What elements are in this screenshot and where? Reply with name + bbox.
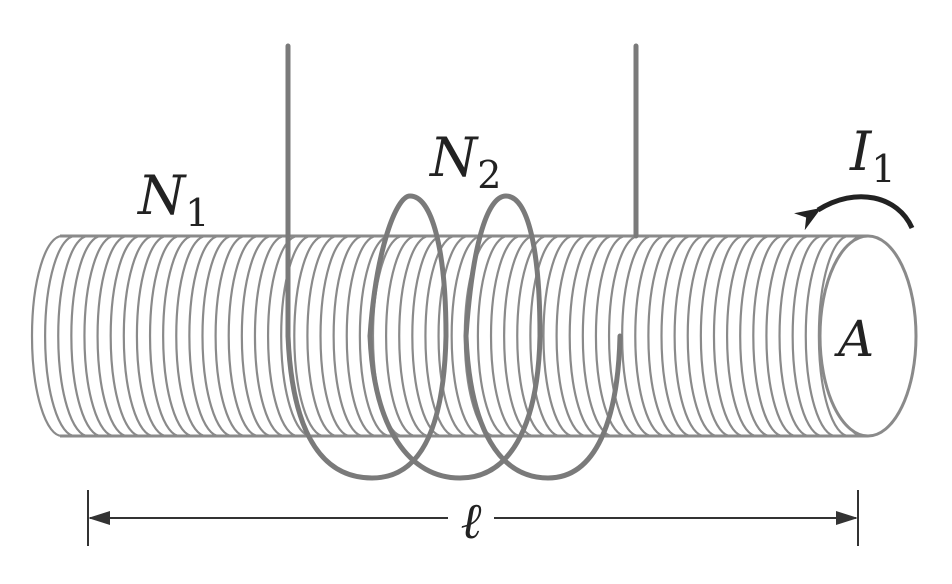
winding-turn xyxy=(135,234,167,438)
winding-turn xyxy=(293,234,325,438)
coil-loop-3-front xyxy=(463,333,623,481)
winding-turn xyxy=(83,234,115,438)
winding-turn xyxy=(240,234,272,438)
winding-turn xyxy=(44,234,76,438)
winding-turn xyxy=(201,234,233,438)
solenoid-end-face xyxy=(818,234,918,438)
winding-turn xyxy=(699,234,731,438)
winding-turn xyxy=(162,234,194,438)
label-length: ℓ xyxy=(461,492,482,550)
secondary-coil xyxy=(285,43,639,481)
coil-loop-1-front xyxy=(285,333,449,481)
winding-turn xyxy=(148,234,181,438)
winding-turn xyxy=(489,234,522,438)
winding-turn xyxy=(778,234,810,438)
label-area: A xyxy=(834,310,874,368)
winding-turn xyxy=(227,234,259,438)
winding-turn xyxy=(345,234,377,438)
current-direction-arrow xyxy=(794,194,915,231)
label-n1: N1 xyxy=(136,164,209,235)
winding-turn xyxy=(175,234,207,438)
winding-turn xyxy=(673,234,705,438)
winding-turn xyxy=(109,234,141,438)
winding-turn xyxy=(529,234,561,438)
winding-turn xyxy=(594,234,626,438)
winding-turn xyxy=(476,234,508,438)
coil-loop-1-back xyxy=(367,193,449,339)
winding-turn xyxy=(712,234,745,438)
winding-turn xyxy=(332,234,364,438)
winding-turn xyxy=(752,234,784,438)
winding-turn xyxy=(503,234,535,438)
coil-loop-2-back xyxy=(463,193,543,339)
winding-turn xyxy=(607,234,640,438)
winding-turn xyxy=(568,234,600,438)
winding-turn xyxy=(306,234,338,438)
length-dimension: ℓ xyxy=(87,490,859,550)
winding-turn xyxy=(450,234,482,438)
winding-turn xyxy=(280,234,312,438)
winding-turn xyxy=(96,234,128,438)
winding-turn xyxy=(791,234,823,438)
winding-turn xyxy=(765,234,797,438)
winding-turn xyxy=(214,234,246,438)
label-n2: N2 xyxy=(428,126,501,197)
winding-turn xyxy=(555,234,587,438)
winding-turn xyxy=(581,234,613,438)
winding-turn xyxy=(660,234,692,438)
winding-turn xyxy=(424,234,456,438)
label-i1: I1 xyxy=(849,120,896,191)
winding-turn xyxy=(384,234,417,438)
winding-turn xyxy=(253,234,286,438)
winding-turn xyxy=(647,234,679,438)
winding-turn xyxy=(725,234,758,438)
winding-turn xyxy=(398,234,430,438)
winding-turn xyxy=(70,234,102,438)
winding-turn xyxy=(30,234,63,438)
coil-loop-2-front xyxy=(367,333,543,481)
winding-turn xyxy=(804,234,836,438)
winding-turn xyxy=(437,234,469,438)
winding-turn xyxy=(411,234,443,438)
winding-turn xyxy=(542,234,574,438)
winding-turn xyxy=(634,234,666,438)
winding-turn xyxy=(739,234,771,438)
winding-turn xyxy=(266,234,299,438)
winding-turn xyxy=(188,234,220,438)
winding-turn xyxy=(57,234,89,438)
winding-turn xyxy=(686,234,718,438)
winding-turn xyxy=(122,234,154,438)
winding-turn xyxy=(358,234,390,438)
winding-turn xyxy=(319,234,351,438)
